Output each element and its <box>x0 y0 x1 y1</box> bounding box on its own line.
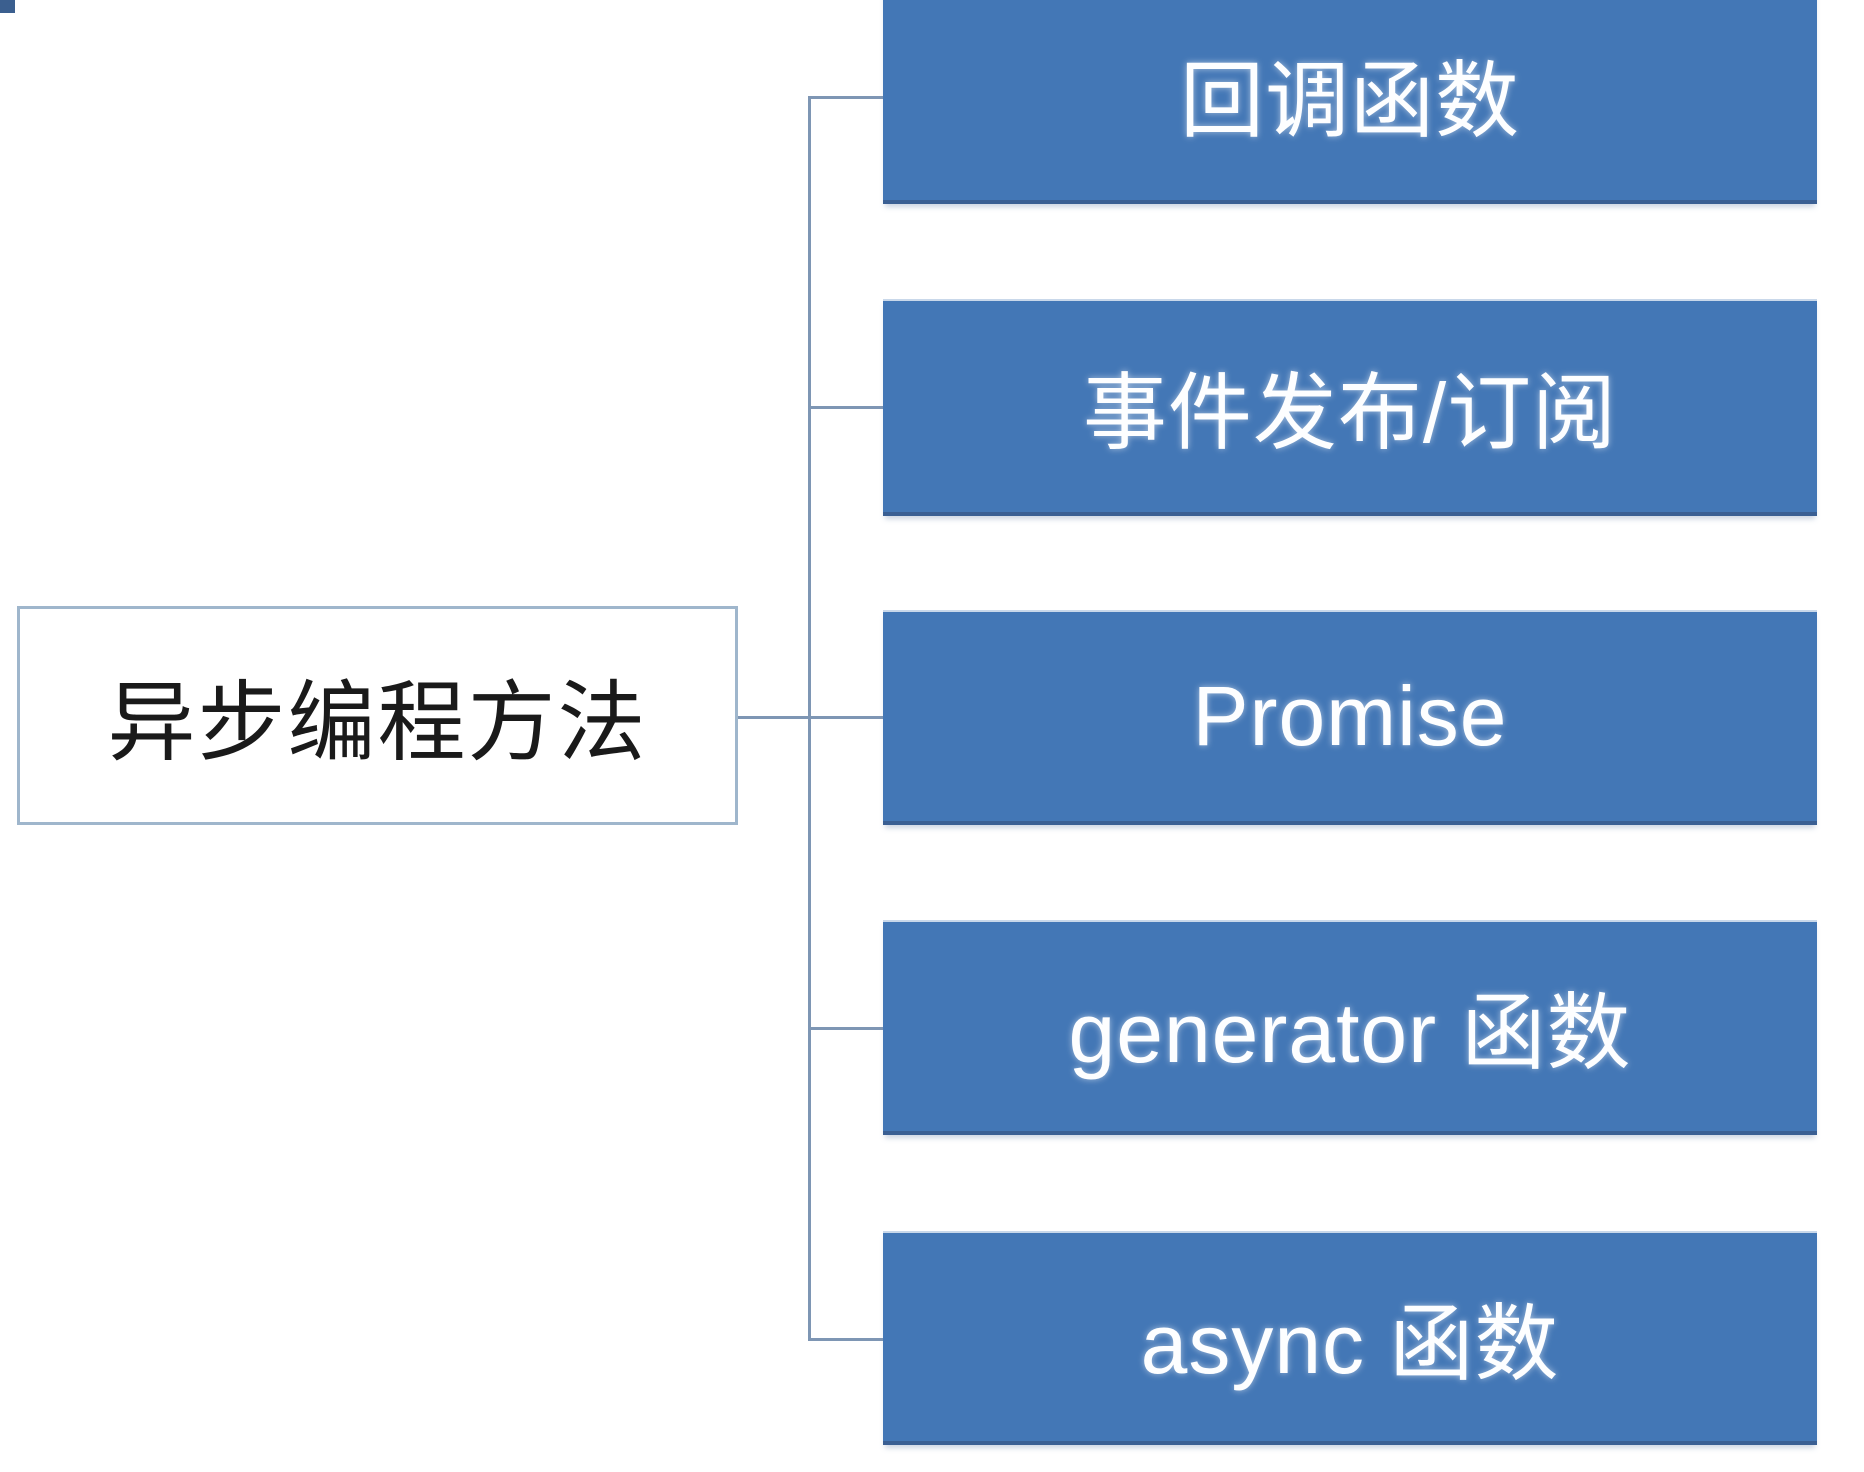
connector-branch-line <box>808 406 884 409</box>
connector-root-branch-line <box>738 716 884 719</box>
child-node-label: Promise <box>1192 669 1508 763</box>
connector-branch-line <box>808 96 884 99</box>
child-node-async-function: async 函数 <box>883 1231 1817 1445</box>
child-node-label: async 函数 <box>1140 1296 1560 1391</box>
child-node-label: generator 函数 <box>1068 986 1632 1080</box>
child-node-callback: 回调函数 <box>883 0 1817 204</box>
corner-artifact-square <box>0 0 15 13</box>
root-node-async-programming-methods: 异步编程方法 <box>17 606 738 825</box>
child-node-generator: generator 函数 <box>883 920 1817 1135</box>
child-node-label: 回调函数 <box>1179 53 1520 148</box>
child-node-event-pubsub: 事件发布/订阅 <box>883 299 1817 516</box>
child-node-promise: Promise <box>883 610 1817 825</box>
connector-branch-line <box>808 1027 884 1030</box>
connector-branch-line <box>808 1338 884 1341</box>
root-node-label: 异步编程方法 <box>107 673 648 772</box>
child-node-label: 事件发布/订阅 <box>1082 366 1618 460</box>
